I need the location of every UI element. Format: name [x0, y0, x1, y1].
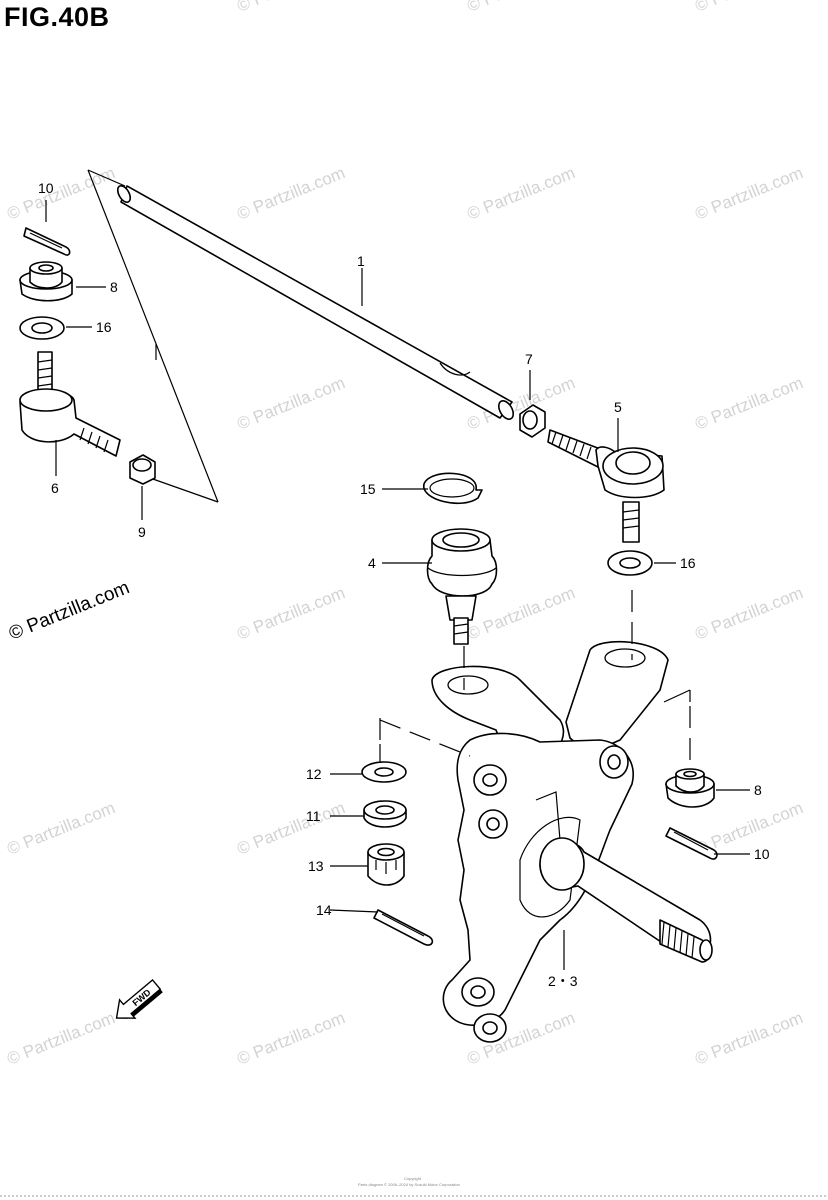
- watermark: © Partzilla.com: [4, 163, 117, 224]
- watermark: © Partzilla.com: [692, 373, 805, 434]
- callout-6: 6: [51, 480, 59, 496]
- callout-16-left: 16: [96, 319, 112, 335]
- tie-rod-end-left: [19, 351, 121, 457]
- callout-15: 15: [360, 481, 376, 497]
- callout-9: 9: [138, 524, 146, 540]
- fwd-arrow: FWD: [115, 978, 163, 1019]
- callout-14: 14: [316, 902, 332, 918]
- dash-guides: [155, 344, 691, 766]
- callout-5: 5: [614, 399, 622, 415]
- watermark: © Partzilla.com: [4, 798, 117, 859]
- watermark: © Partzilla.com: [464, 163, 577, 224]
- washer-12: [361, 761, 407, 783]
- watermark: © Partzilla.com: [234, 798, 347, 859]
- watermark: © Partzilla.com: [464, 0, 577, 16]
- tie-rod: [116, 185, 515, 420]
- callout-2-3: 2・3: [548, 973, 578, 989]
- cotter-pin-14: [373, 909, 434, 946]
- steering-knuckle: [431, 640, 713, 1043]
- watermark: © Partzilla.com: [4, 1008, 117, 1069]
- lock-nut-left: [129, 454, 156, 485]
- watermark: © Partzilla.com: [234, 1008, 347, 1069]
- washer-right: [607, 550, 653, 576]
- callout-8-right: 8: [754, 782, 762, 798]
- castle-nut-right: [665, 768, 715, 808]
- watermark: © Partzilla.com: [234, 0, 347, 16]
- callout-labels: 1 7 5 10 8 16 6 9 15 4 16 12 11 13 14 8 …: [38, 180, 770, 989]
- lock-nut: [519, 404, 546, 438]
- watermark: © Partzilla.com: [692, 163, 805, 224]
- leader-lines: [45, 200, 750, 970]
- cotter-pin-right: [665, 827, 718, 860]
- watermark: © Partzilla.com: [692, 1008, 805, 1069]
- ball-joint: [426, 528, 498, 645]
- footer-line1: Copyright: [404, 1176, 422, 1181]
- callout-4: 4: [368, 555, 376, 571]
- cotter-pin-left: [23, 227, 71, 256]
- assembly-bracket-lines: [87, 169, 219, 503]
- watermark: © Partzilla.com: [234, 373, 347, 434]
- footer: Copyright Parts diagram © 2006–2024 by S…: [0, 1176, 828, 1197]
- callout-1: 1: [357, 253, 365, 269]
- callout-10-left: 10: [38, 180, 54, 196]
- figure-title: FIG.40B: [4, 2, 110, 32]
- footer-line2: Parts diagram © 2006–2024 by Suzuki Moto…: [358, 1182, 460, 1187]
- callout-13: 13: [308, 858, 324, 874]
- callout-11: 11: [306, 808, 321, 824]
- castle-nut-left: [19, 261, 73, 302]
- watermark: © Partzilla.com: [234, 163, 347, 224]
- circlip: [423, 472, 483, 505]
- callout-8-left: 8: [110, 279, 118, 295]
- watermark: © Partzilla.com: [234, 583, 347, 644]
- callout-16-right: 16: [680, 555, 696, 571]
- washer-left: [19, 316, 65, 340]
- watermark-group: © Partzilla.com © Partzilla.com © Partzi…: [4, 0, 805, 1069]
- tie-rod-end-right: [547, 429, 665, 543]
- watermark-main: © Partzilla.com: [6, 577, 133, 644]
- spacer-11: [363, 800, 407, 828]
- callout-12: 12: [306, 766, 322, 782]
- castle-nut-13: [367, 843, 405, 886]
- callout-10-right: 10: [754, 846, 770, 862]
- watermark: © Partzilla.com: [692, 0, 805, 16]
- watermark: © Partzilla.com: [692, 583, 805, 644]
- callout-7: 7: [525, 351, 533, 367]
